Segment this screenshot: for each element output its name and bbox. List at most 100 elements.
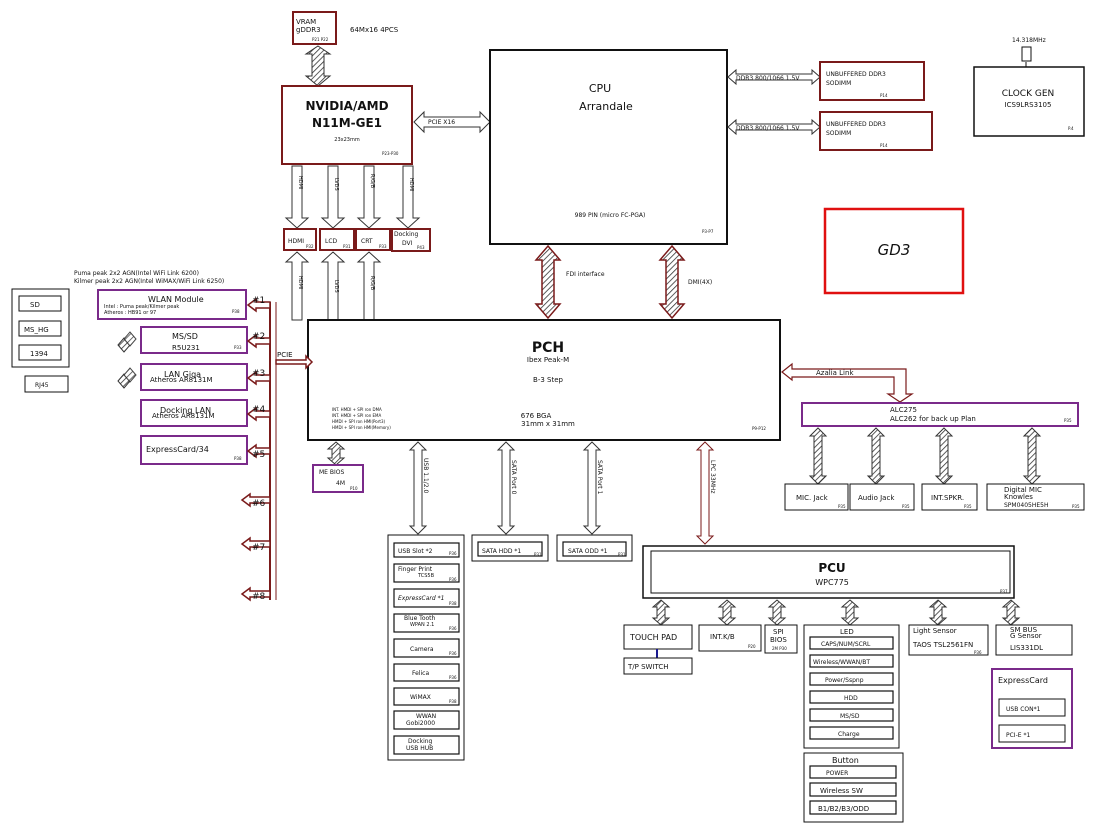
pcie-branch-7: #7 <box>240 536 271 553</box>
vram-title: VRAM <box>296 18 316 26</box>
pch-note-3: HMDI + SPI ron HMI(Port3) <box>332 419 386 424</box>
pcie-branch-3: #3 <box>246 369 271 386</box>
mssd-title: MS/SD <box>172 332 198 341</box>
branch-num-8: #8 <box>252 592 266 602</box>
rj45-port: RJ45 <box>24 375 69 393</box>
mssd-page: P33 <box>234 345 242 350</box>
clock-gen: 14.318MHz CLOCK GEN ICS9LRS3105 P.4 <box>973 37 1085 137</box>
branch-num-4: #4 <box>252 405 266 415</box>
dmi-label: DMI(4X) <box>688 279 712 286</box>
cpu-package: 989 PIN (micro FC-PGA) <box>575 212 646 219</box>
sodimm-2-line1: UNBUFFERED DDR3 <box>826 121 886 128</box>
bus-hdmi-pch: HDMI <box>297 276 303 289</box>
docklan-title: Docking LAN <box>160 406 211 415</box>
dmi-arrow: DMI(4X) <box>658 244 712 320</box>
usb-bus-label: USB 1.1/2.0 <box>422 458 429 494</box>
pcie-branch-5: #5 <box>246 443 271 460</box>
dock-usb-line1: Docking <box>408 738 433 745</box>
wireless-note-2: Kilmer peak 2x2 AGN(Intel WiMAX/WiFi Lin… <box>74 278 224 285</box>
expresscard-34: ExpressCard/34 P38 <box>140 435 248 465</box>
gd3-box: GD3 <box>823 207 965 295</box>
sata0-bus-arrow: SATA Port 0 <box>496 441 517 535</box>
pch-note-1: INT. HMDI + SPI ron DMA <box>332 407 382 412</box>
lan-connector-arrow <box>117 367 137 389</box>
cpu-name: Arrandale <box>579 100 633 113</box>
wlan-line3: Atheros : HB91 or 97 <box>104 310 156 316</box>
pch-page: P9-P12 <box>752 426 766 431</box>
dmic-line1: Digital MIC <box>1004 486 1042 494</box>
ddr3-bus-1: DDR3 800/1066 1.5V <box>727 68 821 86</box>
azalia-link: Azalia Link <box>781 362 914 403</box>
camera-label: Camera <box>410 646 434 653</box>
pcie-branch-2: #2 <box>246 332 271 349</box>
branch-num-3: #3 <box>252 369 265 379</box>
pch-title: PCH <box>532 340 564 356</box>
branch-num-1: #1 <box>252 296 265 306</box>
clock-title: CLOCK GEN <box>1002 89 1055 99</box>
pcie-x16-label: PCIE X16 <box>428 119 455 126</box>
wlan-page: P38 <box>232 309 240 314</box>
bus-hdmi: HDMI <box>297 176 303 189</box>
pcie-branch-6: #6 <box>240 492 271 509</box>
pch-display-arrows: HDMI LVDS R/G/B <box>284 251 382 321</box>
led-item-charge: Charge <box>838 731 860 738</box>
port-dock-line1: Docking <box>394 231 419 238</box>
light-sensor: Light Sensor TAOS TSL2561FN P36 <box>908 624 989 656</box>
port-ms-hg: MS_HG <box>24 326 49 334</box>
codec-page: P35 <box>1064 418 1072 423</box>
docklan-chip: Atheros AR8131M <box>152 412 215 420</box>
expcard-title: ExpressCard/34 <box>146 445 209 454</box>
wireless-note-1: Puma peak 2x2 AGN(Intel WiFi Link 6200) <box>74 270 199 277</box>
bus-rgb: R/G/B <box>369 174 375 189</box>
dmic-line2: Knowles <box>1004 493 1033 501</box>
sata-odd-label: SATA ODD *1 <box>568 548 608 555</box>
felica-page: P36 <box>449 675 457 680</box>
lpc-bus-arrow: LPC 33MHz <box>695 441 716 545</box>
ddr3-bus-2-label: DDR3 800/1066 1.5V <box>736 125 800 132</box>
pch-size: 31mm x 31mm <box>521 420 575 428</box>
gpu-model: N11M-GE1 <box>312 116 382 130</box>
sata-odd-page: P31 <box>618 552 626 557</box>
gd3-label: GD3 <box>878 241 911 259</box>
bt-line2: WPAN 2.1 <box>410 622 434 628</box>
vram-page: P21 P22 <box>312 37 329 42</box>
mic-jack: MIC. Jack P35 <box>784 483 849 511</box>
vram-gpu-arrow <box>304 45 332 87</box>
ddr3-bus-1-label: DDR3 800/1066 1.5V <box>736 75 800 82</box>
audio-jack: Audio Jack P35 <box>849 483 915 511</box>
led-item-hdd: HDD <box>844 695 858 702</box>
sodimm-1: UNBUFFERED DDR3 SODIMM P14 <box>819 61 925 101</box>
gpu-page: P23-P30 <box>382 151 399 156</box>
mic-jack-page: P35 <box>838 504 846 509</box>
int-speaker-page: P35 <box>964 504 972 509</box>
port-lcd-page: P31 <box>343 244 351 249</box>
pch-bga: 676 BGA <box>521 412 552 420</box>
sata0-bus-label: SATA Port 0 <box>510 460 517 495</box>
tp-switch-label: T/P SWITCH <box>627 663 669 671</box>
gpu-package: 23x23mm <box>334 137 360 143</box>
port-crt-label: CRT <box>361 238 373 245</box>
branch-num-2: #2 <box>252 332 265 342</box>
light-line2: TAOS TSL2561FN <box>912 641 973 649</box>
kb-page: P20 <box>748 644 756 649</box>
spi-line1: SPI <box>773 628 784 636</box>
button-wireless: Wireless SW <box>820 787 863 795</box>
kb-label: INT.K/B <box>710 633 735 641</box>
led-item-wireless: Wireless/WWAN/BT <box>813 659 870 666</box>
spi-line2: BIOS <box>770 636 787 644</box>
branch-num-6: #6 <box>252 499 266 509</box>
led-item-caps: CAPS/NUM/SCRL <box>821 641 871 648</box>
pch-name: Ibex Peak-M <box>527 356 569 364</box>
int-speaker-label: INT.SPKR. <box>931 494 964 502</box>
expcard-page: P38 <box>234 456 242 461</box>
gsensor-line3: LIS331DL <box>1010 644 1043 652</box>
clock-page: P.4 <box>1068 126 1074 131</box>
gpu-display-arrows: HDMI LVDS R/G/B HDMI <box>284 165 421 229</box>
sata-hdd-label: SATA HDD *1 <box>482 548 521 555</box>
pch-step: B-3 Step <box>533 376 564 384</box>
wwan-line1: WWAN <box>416 713 436 720</box>
bus-rgb-pch: R/G/B <box>369 276 375 291</box>
port-hdmi: HDMI P32 <box>283 228 317 251</box>
internal-keyboard: INT.K/B P20 <box>698 624 762 652</box>
